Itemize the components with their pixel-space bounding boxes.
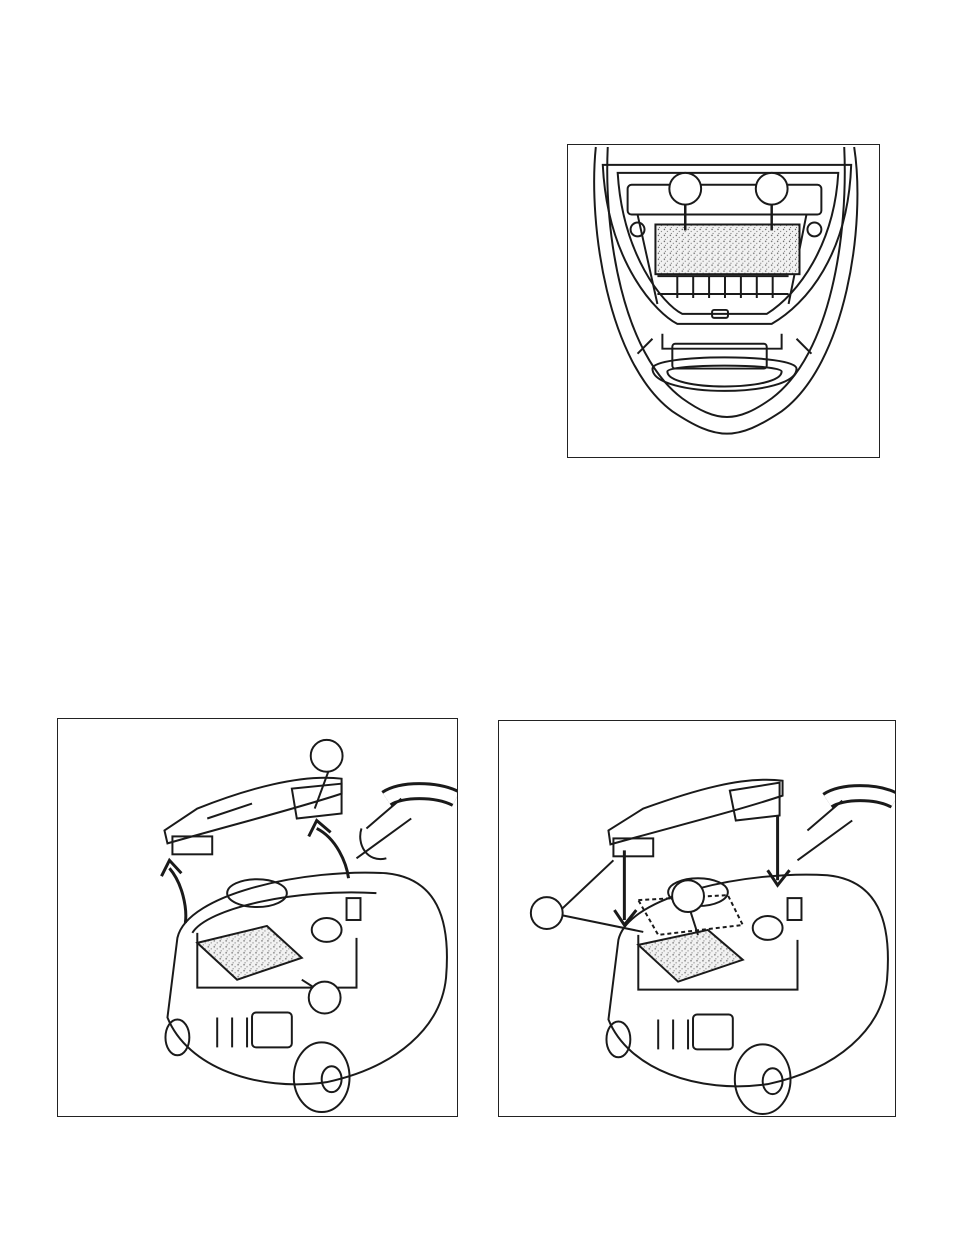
callout-circle-1 [531, 897, 563, 929]
callout-circle-2 [756, 173, 788, 205]
filter-pad [655, 224, 799, 274]
figure-filter-compartment-top-view [567, 144, 880, 458]
filter-compartment-illustration [568, 145, 879, 457]
filter-pad [197, 926, 301, 980]
figure-install-filter [498, 720, 896, 1117]
remove-filter-illustration [58, 719, 457, 1116]
figure-remove-filter [57, 718, 458, 1117]
filter-pad [638, 930, 742, 982]
callout-circle-2 [309, 982, 341, 1014]
callout-circles [531, 880, 704, 929]
callout-circle-1 [311, 740, 343, 772]
install-filter-illustration [499, 721, 895, 1116]
callout-circle-2 [672, 880, 704, 912]
callout-circles [669, 173, 787, 205]
callout-circle-1 [669, 173, 701, 205]
